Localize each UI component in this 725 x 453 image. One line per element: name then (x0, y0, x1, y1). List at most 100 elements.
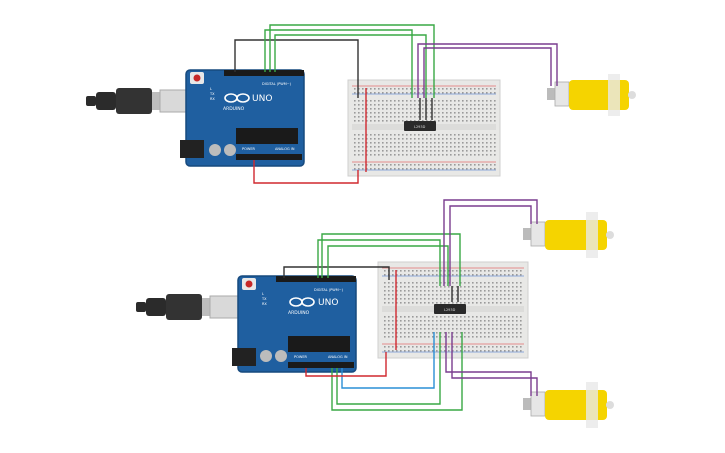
breadboard-hole (442, 112, 444, 114)
breadboard-hole (374, 112, 376, 114)
breadboard-hole (494, 104, 496, 106)
breadboard-hole (476, 316, 478, 318)
breadboard-hole (462, 88, 464, 90)
arduino-board[interactable]: UNO ARDUINO DIGITAL (PWM~) ANALOG IN POW… (180, 69, 305, 167)
breadboard-hole (432, 298, 434, 300)
breadboard-hole (444, 274, 446, 276)
breadboard-hole (394, 88, 396, 90)
breadboard-hole (422, 104, 424, 106)
breadboard-hole (462, 112, 464, 114)
breadboard-hole (440, 328, 442, 330)
breadboard-hole (420, 346, 422, 348)
breadboard-hole (428, 328, 430, 330)
breadboard-hole (430, 112, 432, 114)
breadboard-hole (418, 88, 420, 90)
breadboard-hole (490, 88, 492, 90)
breadboard-hole (444, 346, 446, 348)
breadboard-hole (388, 324, 390, 326)
breadboard-hole (494, 154, 496, 156)
breadboard-hole (442, 92, 444, 94)
breadboard-hole (482, 142, 484, 144)
breadboard-hole (406, 116, 408, 118)
breadboard-hole (422, 142, 424, 144)
breadboard-hole (454, 146, 456, 148)
breadboard-hole (436, 324, 438, 326)
breadboard-hole (458, 154, 460, 156)
breadboard-hole (478, 154, 480, 156)
breadboard-hole (418, 150, 420, 152)
breadboard-hole (482, 146, 484, 148)
breadboard-hole (472, 324, 474, 326)
breadboard-hole (418, 92, 420, 94)
breadboard-hole (414, 168, 416, 170)
breadboard-hole (402, 168, 404, 170)
breadboard-hole (416, 336, 418, 338)
breadboard-hole (412, 324, 414, 326)
breadboard-hole (474, 138, 476, 140)
breadboard-hole (404, 350, 406, 352)
dc-gear-motor-icon[interactable] (547, 74, 636, 116)
breadboard-hole (488, 346, 490, 348)
breadboard-hole (494, 108, 496, 110)
breadboard-hole (486, 168, 488, 170)
breadboard-hole (496, 320, 498, 322)
breadboard-hole (396, 274, 398, 276)
breadboard-hole (454, 104, 456, 106)
breadboard-hole (362, 92, 364, 94)
breadboard-hole (410, 146, 412, 148)
model-label: UNO (318, 298, 338, 308)
breadboard-hole (370, 104, 372, 106)
dc-gear-motor-icon[interactable] (523, 212, 614, 258)
breadboard-hole (456, 274, 458, 276)
breadboard-hole (504, 332, 506, 334)
breadboard-hole (480, 316, 482, 318)
breadboard-hole (388, 286, 390, 288)
ic-chip-icon[interactable]: L293D (434, 304, 466, 314)
breadboard-hole (478, 134, 480, 136)
breadboard-hole (448, 274, 450, 276)
breadboard-hole (450, 154, 452, 156)
breadboard-hole (426, 88, 428, 90)
breadboard-hole (430, 88, 432, 90)
dc-gear-motor-icon[interactable] (523, 382, 614, 428)
breadboard-hole (374, 104, 376, 106)
breadboard-hole (516, 346, 518, 348)
breadboard-hole (394, 104, 396, 106)
breadboard-hole (444, 298, 446, 300)
breadboard-hole (424, 332, 426, 334)
breadboard-hole (412, 294, 414, 296)
breadboard-hole (436, 274, 438, 276)
arduino-logo (289, 297, 315, 307)
breadboard-hole (504, 350, 506, 352)
breadboard-hole (462, 120, 464, 122)
breadboard-hole (418, 104, 420, 106)
breadboard-hole (440, 290, 442, 292)
breadboard-hole (436, 320, 438, 322)
breadboard-hole (426, 112, 428, 114)
breadboard-hole (424, 294, 426, 296)
breadboard-hole (512, 302, 514, 304)
breadboard-hole (382, 164, 384, 166)
breadboard-holes (354, 88, 496, 170)
breadboard-hole (408, 350, 410, 352)
breadboard-hole (448, 270, 450, 272)
breadboard-hole (490, 142, 492, 144)
breadboard-hole (472, 270, 474, 272)
breadboard-hole (422, 92, 424, 94)
breadboard-hole (426, 92, 428, 94)
breadboard-hole (396, 286, 398, 288)
arduino-board[interactable]: UNO ARDUINO DIGITAL (PWM~) ANALOG IN POW… (232, 275, 357, 373)
breadboard-hole (464, 324, 466, 326)
breadboard-hole (490, 104, 492, 106)
breadboard-hole (416, 274, 418, 276)
breadboard-hole (464, 298, 466, 300)
ic-chip-icon[interactable]: L293D (404, 121, 436, 131)
breadboard-hole (378, 92, 380, 94)
breadboard-hole (402, 154, 404, 156)
breadboard-hole (464, 350, 466, 352)
breadboard-hole (418, 116, 420, 118)
breadboard-hole (370, 112, 372, 114)
breadboard-hole (420, 282, 422, 284)
breadboard-hole (486, 146, 488, 148)
breadboard-hole (470, 150, 472, 152)
